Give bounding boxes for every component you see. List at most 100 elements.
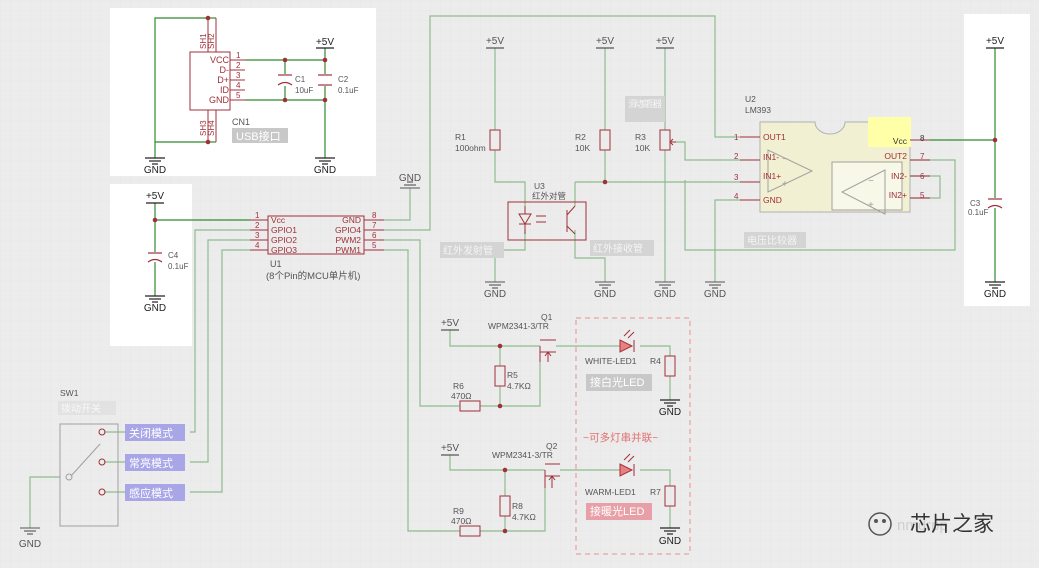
resistor-r8[interactable]: [499, 495, 511, 517]
u2-num-7: 7: [920, 152, 925, 161]
u1-pin-gpio1: GPIO1: [271, 225, 297, 235]
u2-tag: 电压比较器: [747, 234, 797, 247]
led2-tag: 接暖光LED: [590, 504, 644, 518]
u3-ref: U3: [534, 181, 545, 191]
gnd-label-u2: GND: [704, 289, 726, 300]
u2-num-3: 3: [734, 173, 739, 182]
u1-pin-gpio4: GPIO4: [335, 225, 361, 235]
c1-value: 10uF: [295, 86, 313, 95]
gnd-label-r3: GND: [654, 289, 676, 300]
watermark-faded: nmdrpp: [897, 517, 948, 534]
gnd-label-r2: GND: [594, 289, 616, 300]
resistor-r1[interactable]: [489, 129, 501, 151]
gnd-symbol-usb-right: [315, 157, 335, 165]
vcc-label-r3: +5V: [656, 36, 674, 47]
resistor-r2[interactable]: [599, 129, 611, 151]
cn1-sh1: SH1: [199, 33, 208, 49]
usb-panel: [110, 8, 376, 176]
sw1-tag: 拨动开关: [61, 402, 101, 415]
u2-pin-out1: OUT1: [763, 132, 786, 142]
r5-ref: R5: [507, 370, 518, 380]
c3-value: 0.1uF: [968, 208, 989, 217]
resistor-r4[interactable]: [664, 355, 676, 377]
gnd-symbol-r4: [660, 399, 680, 407]
u3-receiver-tag-bg: [590, 240, 654, 256]
gnd-label-r1: GND: [484, 289, 506, 300]
led1-tag-bg: [586, 374, 652, 391]
u1-pin-pwm1: PWM1: [336, 245, 362, 255]
usb-connector-cn1[interactable]: [189, 18, 245, 142]
gnd-symbol-r7: [660, 527, 680, 535]
cn1-ref: CN1: [232, 117, 250, 127]
r3-tag-bg: [625, 96, 665, 122]
u3-name: 红外对管: [532, 191, 566, 201]
u1-ref: U1: [270, 259, 282, 269]
mcu-u1[interactable]: [250, 215, 384, 255]
cn1-sh3: SH3: [199, 120, 208, 136]
led-dashed-box: [575, 317, 691, 555]
gnd-symbol-c3: [985, 281, 1005, 289]
gnd-label-usb-left: GND: [144, 165, 166, 176]
capacitor-c1[interactable]: [277, 74, 293, 86]
vcc-label-q1: +5V: [441, 318, 459, 329]
c3-panel: [964, 14, 1030, 306]
led1-tag: 接白光LED: [590, 375, 644, 389]
resistor-r9[interactable]: [459, 525, 481, 537]
led2-ref: WARM-LED1: [585, 487, 636, 497]
vcc-symbols-led: [441, 329, 459, 456]
c3-vcc-label: +5V: [986, 36, 1004, 47]
usb-tag: USB接口: [236, 130, 281, 143]
u2-pin-vcc: Vcc: [893, 136, 908, 146]
gnd-symbol-c4: [145, 295, 165, 303]
c4-vcc-label: +5V: [146, 191, 164, 202]
mosfet-q2[interactable]: [544, 463, 560, 488]
vcc-label-q2: +5V: [441, 443, 459, 454]
comp2-minus: −: [868, 176, 874, 187]
capacitor-c4[interactable]: [147, 252, 163, 263]
u1-num-5: 5: [372, 241, 377, 250]
capacitor-c3[interactable]: [987, 198, 1003, 209]
ir-pair-u3[interactable]: [507, 201, 587, 241]
u1-pin-gpio3: GPIO3: [271, 245, 297, 255]
cn1-pin-dminus: D-: [220, 65, 230, 75]
u2-name: LM393: [745, 105, 771, 115]
c4-value: 0.1uF: [168, 262, 189, 271]
c4-panel: [110, 184, 192, 346]
resistor-r7[interactable]: [664, 485, 676, 507]
r6-value: 470Ω: [451, 391, 472, 401]
u1-num-7: 7: [372, 221, 377, 230]
u2-num-6: 6: [920, 172, 925, 181]
wechat-icon: [868, 512, 892, 536]
slide-switch-sw1[interactable]: [59, 423, 119, 527]
c2-value: 0.1uF: [338, 86, 359, 95]
u1-num-6: 6: [372, 231, 377, 240]
mosfet-q1[interactable]: [539, 339, 556, 362]
potentiometer-r3[interactable]: [659, 129, 676, 151]
u2-num-1: 1: [734, 133, 739, 142]
q1-part: WPM2341-3/TR: [488, 321, 549, 331]
u2-ref: U2: [745, 94, 756, 104]
vcc-label-r2: +5V: [596, 36, 614, 47]
r3-ref: R3: [635, 132, 646, 142]
gnd-label-r4: GND: [659, 407, 681, 418]
comp2-plus: +: [868, 200, 874, 211]
cn1-sh2: SH2: [207, 33, 216, 49]
r4-ref: R4: [650, 356, 661, 366]
capacitor-c2[interactable]: [318, 74, 332, 86]
u1-num-2: 2: [255, 221, 260, 230]
c2-ref: C2: [338, 75, 349, 84]
gnd-symbol-sw1: [20, 527, 40, 535]
led-warm[interactable]: [619, 453, 635, 477]
r3-value: 10K: [635, 143, 650, 153]
u1-pin-vcc: Vcc: [271, 215, 286, 225]
u2-tag-bg: [744, 232, 806, 248]
resistor-r6[interactable]: [459, 400, 481, 412]
resistor-r5[interactable]: [494, 365, 506, 387]
led2-tag-bg: [586, 503, 652, 520]
r1-value: 100ohm: [455, 143, 486, 153]
comparator-u2[interactable]: [740, 117, 930, 215]
led-white[interactable]: [619, 329, 635, 353]
q2-ref: Q2: [546, 441, 558, 451]
u1-num-8: 8: [372, 211, 377, 220]
mode-sensor-bg: [125, 484, 185, 501]
